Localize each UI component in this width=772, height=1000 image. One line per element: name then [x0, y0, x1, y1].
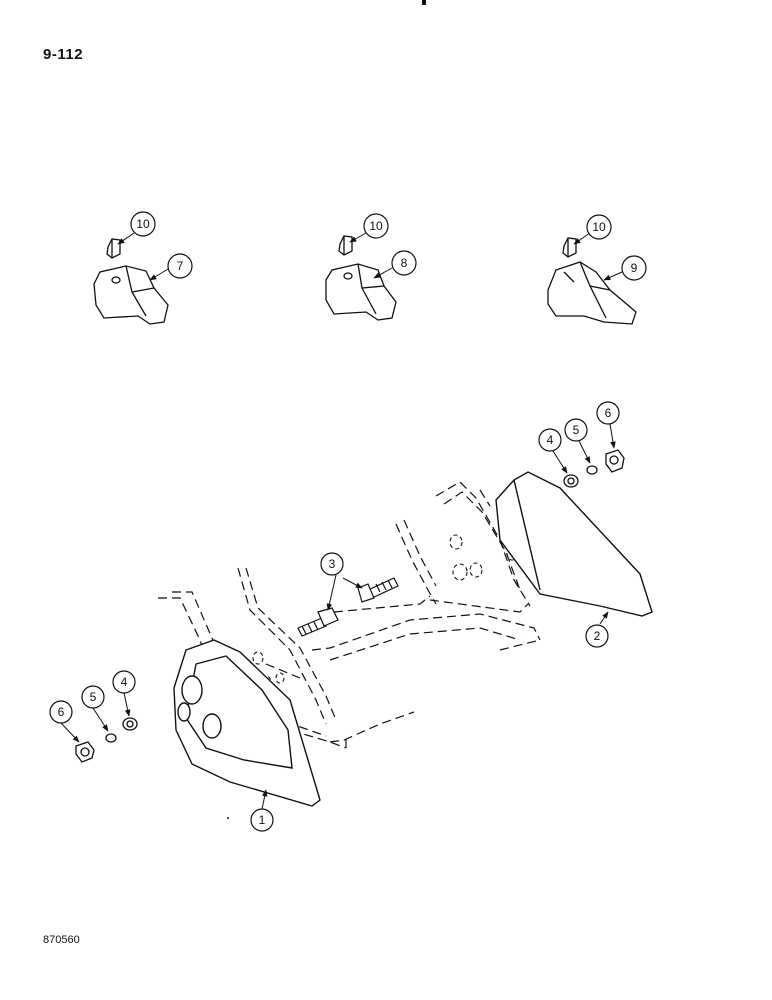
svg-text:5: 5 [90, 690, 97, 704]
ring-right [586, 465, 598, 475]
callout-tooth-a: 7 [167, 253, 193, 279]
callout-right-washer: 4 [538, 428, 562, 452]
bolt-lower [297, 607, 339, 637]
washer-left [122, 717, 138, 731]
callout-bolts: 3 [320, 552, 344, 576]
svg-text:7: 7 [177, 259, 184, 273]
side-cutter-2 [495, 471, 653, 617]
leader-lines [60, 232, 623, 810]
svg-text:10: 10 [592, 220, 606, 234]
callout-left-nut: 6 [49, 700, 73, 724]
callout-tooth-c: 9 [621, 255, 647, 281]
drawing-code: 870560 [43, 934, 80, 946]
top-mark [422, 0, 426, 5]
callout-left-cutter: 1 [250, 808, 274, 832]
callout-right-cutter: 2 [585, 624, 609, 648]
nut-right [605, 449, 625, 473]
svg-text:6: 6 [58, 705, 65, 719]
tooth-9 [547, 237, 637, 325]
callout-right-ring: 5 [564, 418, 588, 442]
washer-right [563, 474, 579, 488]
svg-text:2: 2 [594, 629, 601, 643]
svg-text:4: 4 [121, 675, 128, 689]
stray-mark [227, 817, 229, 819]
svg-text:3: 3 [329, 557, 336, 571]
svg-text:9: 9 [631, 261, 638, 275]
callout-tooth-a-pin: 10 [130, 211, 156, 237]
page-number: 9-112 [43, 46, 84, 63]
callout-tooth-b-pin: 10 [363, 213, 389, 239]
side-cutter-1 [173, 639, 321, 807]
svg-text:6: 6 [605, 406, 612, 420]
svg-text:10: 10 [369, 219, 383, 233]
callout-tooth-c-pin: 10 [586, 214, 612, 240]
svg-text:10: 10 [136, 217, 150, 231]
callout-tooth-b: 8 [391, 250, 417, 276]
frame-holes [252, 534, 518, 689]
callout-left-washer: 4 [112, 670, 136, 694]
svg-text:5: 5 [573, 423, 580, 437]
svg-text:1: 1 [259, 813, 266, 827]
tooth-8 [325, 235, 397, 321]
svg-text:8: 8 [401, 256, 408, 270]
callout-left-ring: 5 [81, 685, 105, 709]
bolt-upper [357, 577, 399, 603]
ring-left [105, 733, 117, 743]
callout-right-nut: 6 [596, 401, 620, 425]
tooth-7 [93, 238, 169, 325]
nut-left [75, 741, 95, 763]
svg-text:4: 4 [547, 433, 554, 447]
